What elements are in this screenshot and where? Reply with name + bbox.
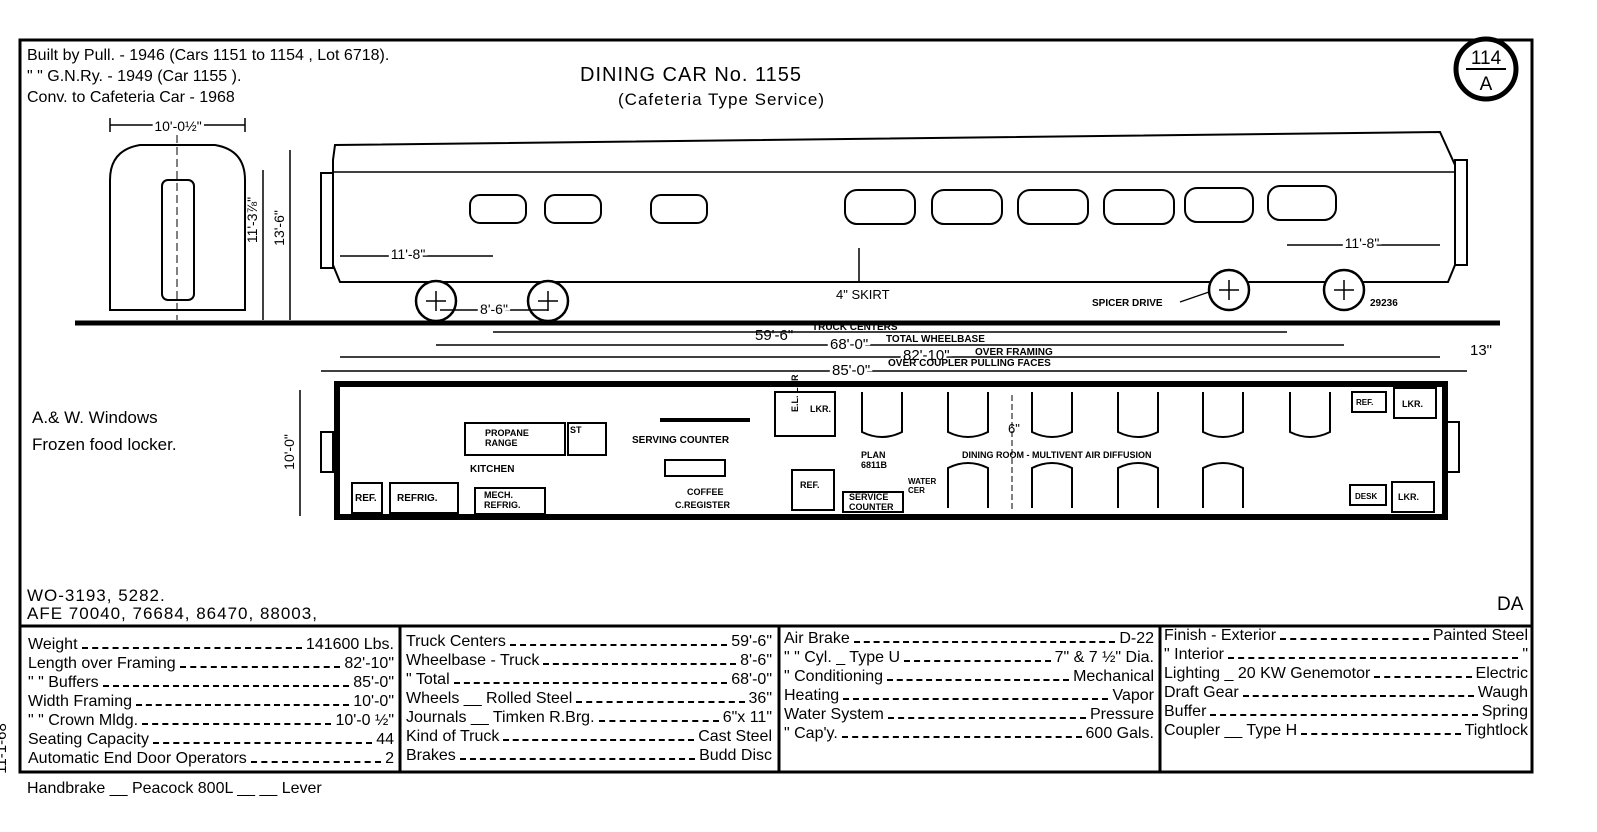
window <box>650 194 708 224</box>
windows-note: A.& W. Windows <box>32 408 158 427</box>
window <box>1017 189 1089 225</box>
truck-centers-value: 59'-6" <box>755 327 793 344</box>
da-mark: DA <box>1497 594 1524 615</box>
window <box>1184 187 1254 223</box>
badge-bottom: A <box>1480 74 1493 95</box>
window <box>1267 185 1337 221</box>
over-coupler-value: 85'-0" <box>832 362 870 379</box>
page-subtitle: (Cafeteria Type Service) <box>618 90 825 109</box>
mech-refrig-label: MECH.REFRIG. <box>484 490 521 510</box>
total-wheelbase-value: 68'-0" <box>830 336 868 353</box>
coffee-label: COFFEE <box>687 487 724 497</box>
plan-width-dim: 10'-0" <box>281 434 297 470</box>
afe-numbers: AFE 70040, 76684, 86470, 88003, <box>27 604 318 623</box>
register-label: C.REGISTER <box>675 500 731 510</box>
badge-top: 114 <box>1471 48 1502 69</box>
spec-row: Journals __ Timken R.Brg.6"x 11" <box>406 709 772 726</box>
built-line-1: Built by Pull. - 1946 (Cars 1151 to 1154… <box>27 47 390 64</box>
desk-label: DESK <box>1355 492 1377 501</box>
skirt-label: 4" SKIRT <box>836 287 890 302</box>
over-coupler-label: OVER COUPLER PULLING FACES <box>888 358 1051 369</box>
height-dim-a: 11'-3⅞" <box>244 197 260 243</box>
end-view: 10'-0½" 11'-3⅞" 13'-6" <box>109 115 291 320</box>
dining-room-label: DINING ROOM - MULTIVENT AIR DIFFUSION <box>962 450 1152 460</box>
ref-label-3: REF. <box>1356 398 1373 407</box>
ref-label-2: REF. <box>800 480 820 490</box>
window <box>544 194 602 224</box>
refrig-label: REFRIG. <box>397 493 438 504</box>
ref-label: REF. <box>355 493 377 504</box>
el-locker-label: E.L. LKR <box>790 374 800 412</box>
end-buffer-right <box>1454 159 1468 266</box>
locker-note: Frozen food locker. <box>32 435 177 454</box>
overhang-right-dim: 11'-8" <box>1345 235 1380 251</box>
overhang-left-dim: 11'-8" <box>391 246 426 262</box>
serving-counter-label: SERVING COUNTER <box>632 435 730 446</box>
truck-centers-label: TRUCK CENTERS <box>812 322 898 333</box>
side-elevation: 11'-8" 11'-8" 8'-6" 4" SKIRT SPICER DRIV… <box>75 130 1500 382</box>
handbrake-note: Handbrake __ Peacock 800L __ __ Lever <box>27 780 322 797</box>
end-width-dim: 10'-0½" <box>154 118 201 134</box>
spec-row: " Interior" <box>1164 646 1528 663</box>
locker-label-3: LKR. <box>1398 492 1419 502</box>
end-buffer-left <box>320 172 334 269</box>
conversion-note: Conv. to Cafeteria Car - 1968 <box>27 89 235 106</box>
revision-date: 11-1-68 <box>0 723 10 774</box>
car-body <box>332 130 1456 283</box>
over-framing-value: 82'-10" <box>903 347 950 364</box>
spicer-drive-label: SPICER DRIVE <box>1092 298 1163 309</box>
work-order: WO-3193, 5282. <box>27 586 166 605</box>
window <box>469 194 527 224</box>
spec-row: " Cap'y.600 Gals. <box>784 725 1154 742</box>
truck-wheelbase-dim: 8'-6" <box>480 301 508 317</box>
window <box>931 189 1003 225</box>
over-framing-label: OVER FRAMING <box>975 347 1053 358</box>
height-dim-b: 13'-6" <box>271 210 287 246</box>
spec-table-border <box>18 624 1534 774</box>
total-wheelbase-label: TOTAL WHEELBASE <box>886 334 985 345</box>
aisle-dim: 6" <box>1008 421 1020 436</box>
window <box>844 189 916 225</box>
page-title: DINING CAR No. 1155 <box>580 64 803 86</box>
kitchen-label: KITCHEN <box>470 464 514 475</box>
coupler-end-dim: 13" <box>1470 342 1492 359</box>
spec-row: " " Crown Mldg.10'-0 ½" <box>28 712 394 729</box>
st-label: ST <box>570 425 582 435</box>
serial-label: 29236 <box>1370 298 1398 309</box>
built-line-2: " " G.N.Ry. - 1949 (Car 1155 ). <box>27 68 242 85</box>
locker-label-2: LKR. <box>1402 399 1423 409</box>
window <box>1103 189 1175 225</box>
locker-label: LKR. <box>810 404 831 414</box>
